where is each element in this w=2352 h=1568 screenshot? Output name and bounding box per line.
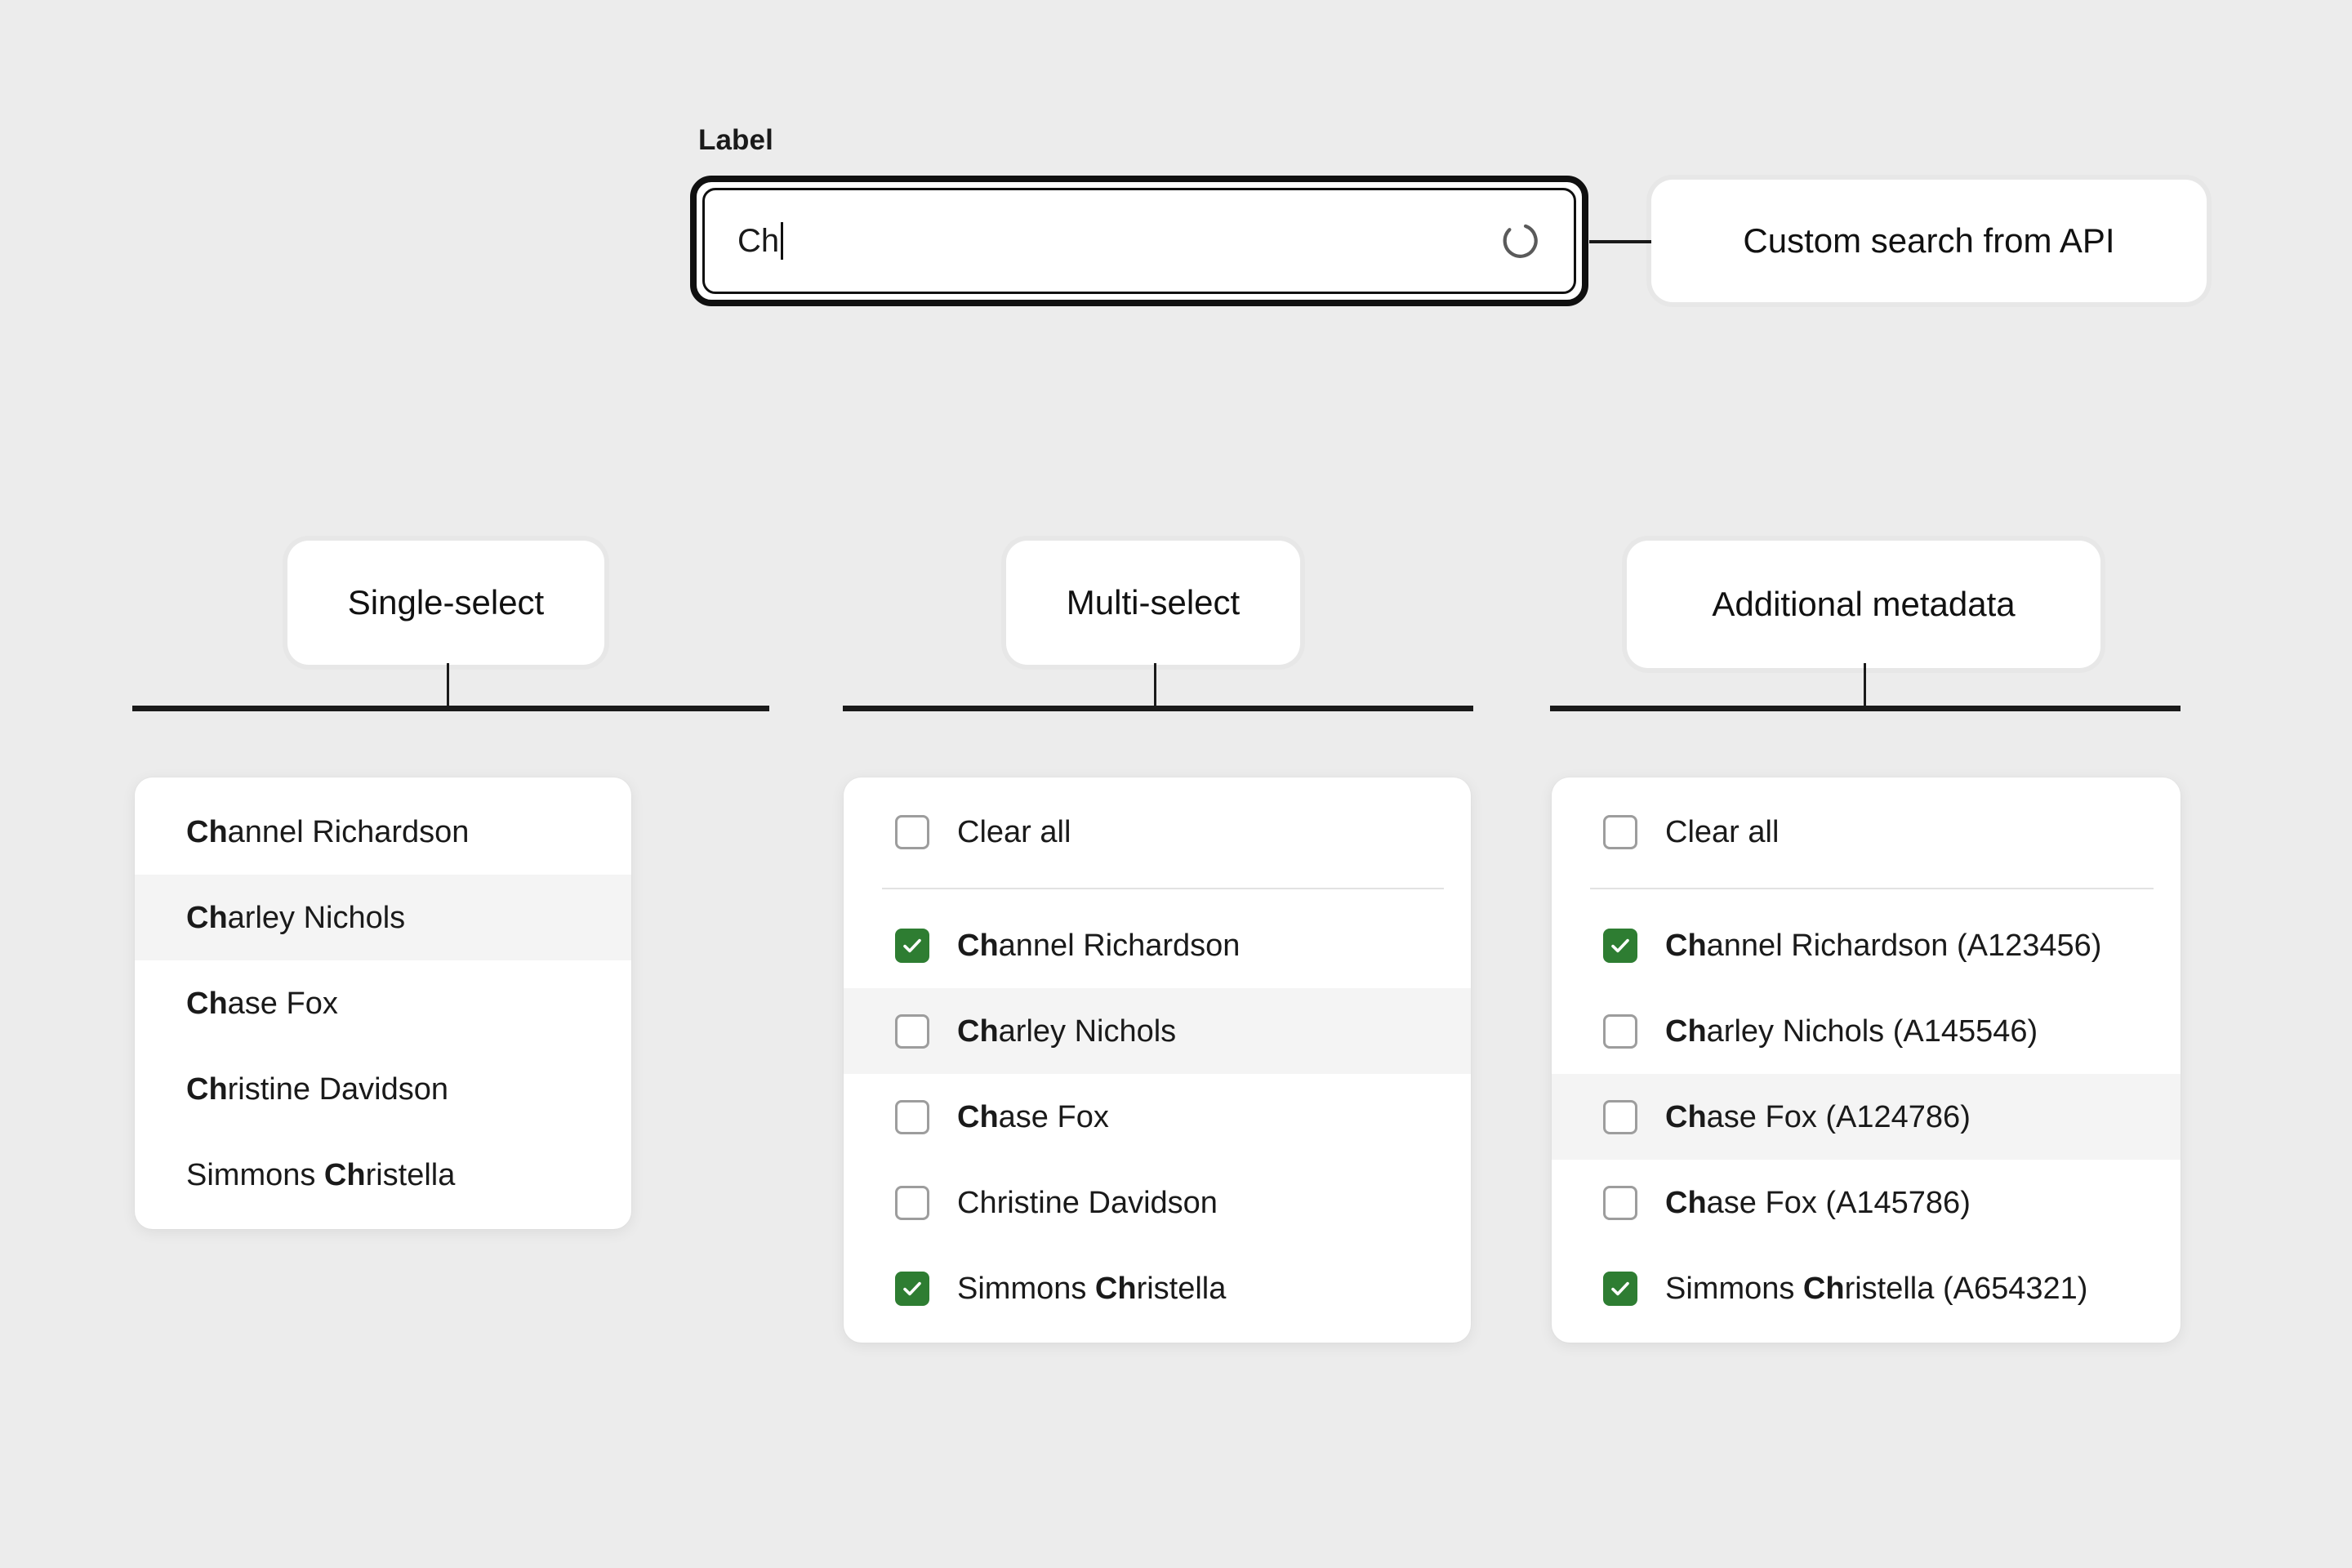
clear-all-label: Clear all	[957, 814, 1071, 849]
list-item[interactable]: Charley Nichols (A145546)	[1552, 988, 2180, 1074]
callout-custom-search: Custom search from API	[1651, 180, 2207, 302]
option-label: Simmons Christella	[186, 1157, 456, 1192]
connector-api	[1589, 240, 1653, 243]
option-label: Chase Fox (A124786)	[1665, 1099, 1971, 1134]
option-label: Charley Nichols	[186, 900, 406, 935]
callout-multi-select: Multi-select	[1006, 541, 1300, 665]
clear-all-checkbox[interactable]	[895, 814, 929, 849]
option-label: Christine Davidson	[186, 1071, 448, 1107]
option-checkbox[interactable]	[1603, 1271, 1637, 1306]
option-label: Channel Richardson	[957, 928, 1241, 963]
option-label: Charley Nichols	[957, 1013, 1177, 1049]
list-item[interactable]: Channel Richardson	[844, 902, 1471, 988]
connector-multi-select	[1154, 663, 1156, 709]
clear-all-option[interactable]: Clear all	[1552, 789, 2180, 875]
option-label: Chase Fox	[957, 1099, 1109, 1134]
option-label: Simmons Christella	[957, 1271, 1227, 1306]
list-item[interactable]: Chase Fox	[844, 1074, 1471, 1160]
search-input[interactable]: Ch	[702, 188, 1576, 294]
list-item[interactable]: Channel Richardson (A123456)	[1552, 902, 2180, 988]
list-item[interactable]: Chase Fox	[135, 960, 631, 1046]
list-divider	[882, 888, 1444, 889]
callout-additional-metadata: Additional metadata	[1627, 541, 2100, 668]
field-label: Label	[698, 124, 773, 156]
clear-all-option[interactable]: Clear all	[844, 789, 1471, 875]
option-checkbox[interactable]	[895, 1013, 929, 1049]
list-item[interactable]: Simmons Christella	[135, 1132, 631, 1218]
list-item[interactable]: Charley Nichols	[844, 988, 1471, 1074]
clear-all-label: Clear all	[1665, 814, 1780, 849]
list-item[interactable]: Christine Davidson	[135, 1046, 631, 1132]
option-label: Channel Richardson (A123456)	[1665, 928, 2102, 963]
connector-single-select	[447, 663, 449, 709]
option-checkbox[interactable]	[895, 1099, 929, 1134]
list-item[interactable]: Simmons Christella	[844, 1245, 1471, 1331]
option-checkbox[interactable]	[1603, 1185, 1637, 1220]
list-divider	[1590, 888, 2154, 889]
text-caret	[781, 222, 784, 260]
list-item[interactable]: Channel Richardson	[135, 789, 631, 875]
option-label: Christine Davidson	[957, 1185, 1218, 1220]
list-item[interactable]: Christine Davidson	[844, 1160, 1471, 1245]
list-item[interactable]: Charley Nichols	[135, 875, 631, 960]
list-item[interactable]: Simmons Christella (A654321)	[1552, 1245, 2180, 1331]
section-rule-multi-select	[843, 706, 1473, 711]
option-label: Simmons Christella (A654321)	[1665, 1271, 2088, 1306]
option-checkbox[interactable]	[1603, 928, 1637, 963]
option-checkbox[interactable]	[895, 1271, 929, 1306]
option-label: Chase Fox	[186, 986, 338, 1021]
option-label: Channel Richardson	[186, 814, 470, 849]
connector-additional-metadata	[1864, 663, 1866, 709]
option-checkbox[interactable]	[1603, 1099, 1637, 1134]
section-rule-single-select	[132, 706, 769, 711]
option-label: Chase Fox (A145786)	[1665, 1185, 1971, 1220]
list-item[interactable]: Chase Fox (A145786)	[1552, 1160, 2180, 1245]
clear-all-checkbox[interactable]	[1603, 814, 1637, 849]
list-item[interactable]: Chase Fox (A124786)	[1552, 1074, 2180, 1160]
loading-spinner-icon	[1499, 220, 1541, 262]
option-checkbox[interactable]	[895, 1185, 929, 1220]
option-label: Charley Nichols (A145546)	[1665, 1013, 2038, 1049]
option-checkbox[interactable]	[895, 928, 929, 963]
search-field-focus-ring: Ch	[690, 176, 1588, 306]
section-rule-additional-metadata	[1550, 706, 2180, 711]
option-checkbox[interactable]	[1603, 1013, 1637, 1049]
callout-single-select: Single-select	[287, 541, 604, 665]
search-input-value: Ch	[737, 222, 784, 260]
